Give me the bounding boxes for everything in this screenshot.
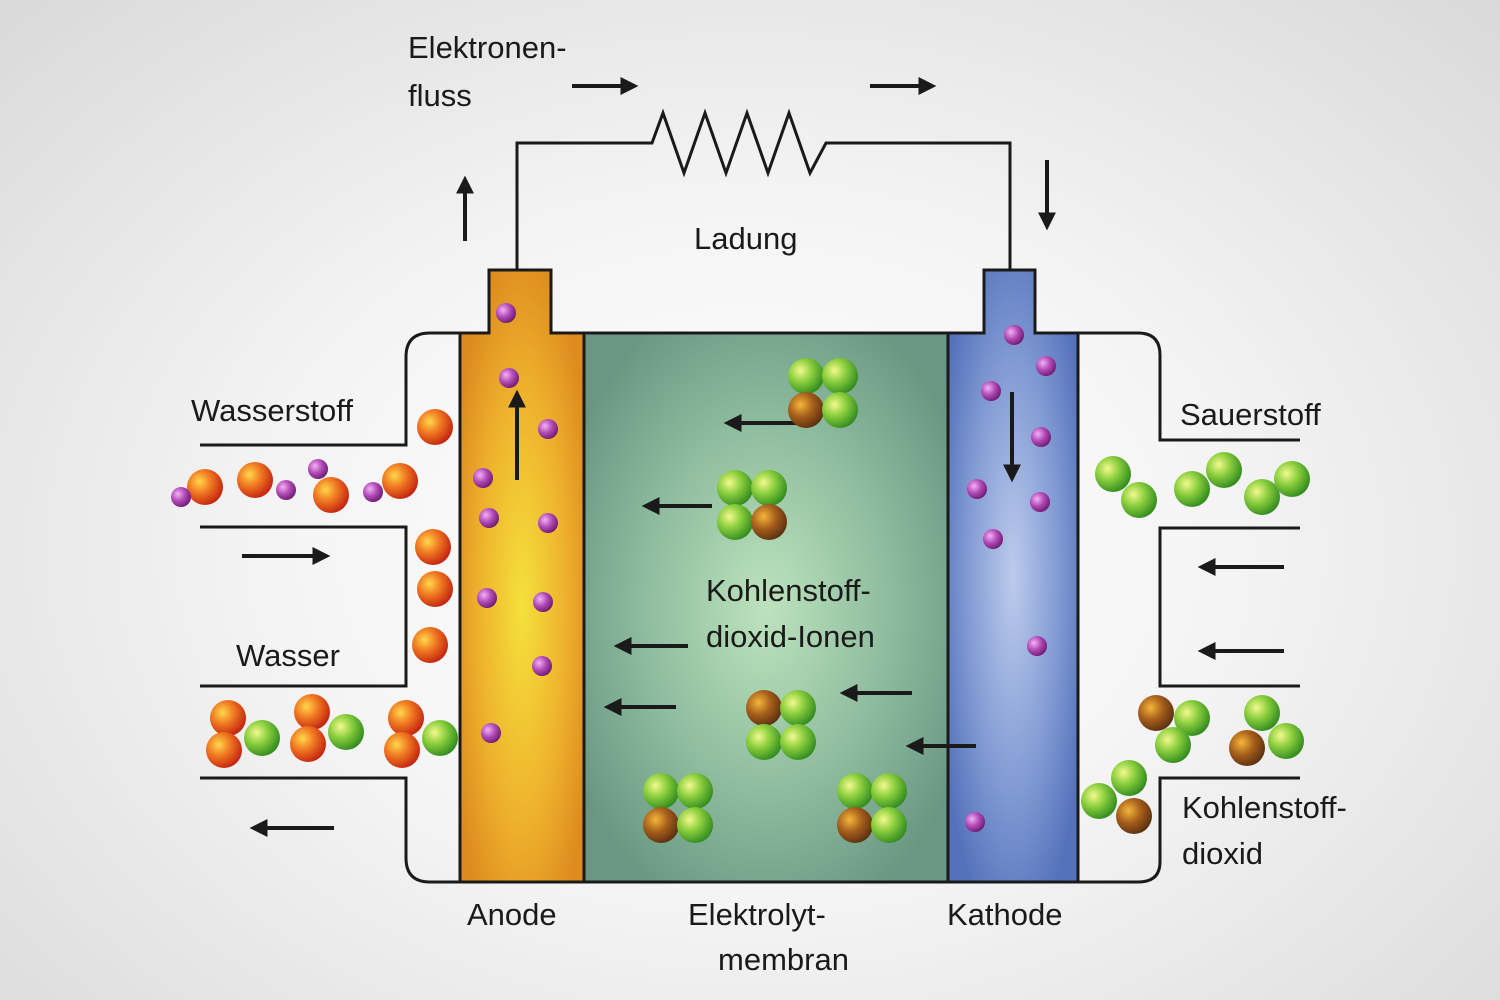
oxygen-atom-icon [746, 724, 782, 760]
hydrogen-label: Wasserstoff [191, 393, 353, 428]
oxygen-atom-icon [244, 720, 280, 756]
electron-icon [532, 656, 552, 676]
oxygen-atom-icon [717, 470, 753, 506]
electron-flow-arrows [242, 77, 1284, 837]
carbon-atom-icon [746, 690, 782, 726]
oxygen-label: Sauerstoff [1180, 397, 1321, 432]
carbon-atom-icon [1229, 730, 1265, 766]
electron-flow-label: fluss [408, 78, 472, 113]
oxygen-atom-icon [788, 358, 824, 394]
hydrogen-atom-icon [388, 700, 424, 736]
oxygen-atom-icon [1174, 700, 1210, 736]
oxygen-atom-icon [717, 504, 753, 540]
anode-label: Anode [467, 897, 557, 932]
electrolyte-membrane-label: Elektrolyt- [688, 897, 826, 932]
oxygen-atom-icon [1268, 723, 1304, 759]
carbon-atom-icon [643, 807, 679, 843]
electron-icon [479, 508, 499, 528]
load-label: Ladung [694, 221, 797, 256]
cell-housing-left [200, 331, 460, 884]
hydrogen-atom-icon [187, 469, 223, 505]
carbon-atom-icon [751, 504, 787, 540]
electron-icon [481, 723, 501, 743]
oxygen-atom-icon [1155, 727, 1191, 763]
hydrogen-atom-icon [210, 700, 246, 736]
electron-icon [1027, 636, 1047, 656]
hydrogen-atom-icon [417, 409, 453, 445]
oxygen-atom-icon [780, 724, 816, 760]
electron-icon [1030, 492, 1050, 512]
electron-icon [967, 479, 987, 499]
hydrogen-atom-icon [417, 571, 453, 607]
electron-icon [1004, 325, 1024, 345]
electron-icon [983, 529, 1003, 549]
electron-icon [363, 482, 383, 502]
carbon-atom-icon [837, 807, 873, 843]
oxygen-atom-icon [677, 807, 713, 843]
oxygen-atom-icon [822, 392, 858, 428]
cathode-label: Kathode [947, 897, 1063, 932]
oxygen-atom-icon [1244, 695, 1280, 731]
electron-icon [1031, 427, 1051, 447]
hydrogen-atom-icon [415, 529, 451, 565]
hydrogen-atom-icon [313, 477, 349, 513]
co2-ions-label: dioxid-Ionen [706, 619, 875, 654]
oxygen-atom-icon [837, 773, 873, 809]
hydrogen-atom-icon [290, 726, 326, 762]
electron-icon [538, 419, 558, 439]
oxygen-atom-icon [1274, 461, 1310, 497]
hydrogen-atom-icon [384, 732, 420, 768]
cell-housing-right [1078, 331, 1300, 884]
hydrogen-atom-icon [412, 627, 448, 663]
oxygen-atom-icon [677, 773, 713, 809]
hydrogen-atom-icon [294, 694, 330, 730]
oxygen-atom-icon [422, 720, 458, 756]
electron-icon [276, 480, 296, 500]
oxygen-atom-icon [1111, 760, 1147, 796]
electron-icon [981, 381, 1001, 401]
oxygen-atom-icon [328, 714, 364, 750]
electron-icon [308, 459, 328, 479]
electron-icon [1036, 356, 1056, 376]
oxygen-atom-icon [1206, 452, 1242, 488]
electron-icon [499, 368, 519, 388]
electron-icon [473, 468, 493, 488]
co2-ions-label: Kohlenstoff- [706, 573, 871, 608]
oxygen-atom-icon [1174, 471, 1210, 507]
water-label: Wasser [236, 638, 340, 673]
oxygen-atom-icon [1095, 456, 1131, 492]
anode-electrode [458, 268, 586, 884]
electron-icon [477, 588, 497, 608]
electrolyte-membrane-label: membran [718, 942, 849, 977]
hydrogen-atom-icon [237, 462, 273, 498]
electron-icon [496, 303, 516, 323]
oxygen-atom-icon [871, 773, 907, 809]
co2-label: Kohlenstoff- [1182, 790, 1347, 825]
hydrogen-atom-icon [382, 463, 418, 499]
electron-icon [533, 592, 553, 612]
carbon-atom-icon [788, 392, 824, 428]
oxygen-atom-icon [1244, 479, 1280, 515]
oxygen-atom-icon [780, 690, 816, 726]
hydrogen-atom-icon [206, 732, 242, 768]
particles-layer [171, 303, 1310, 843]
oxygen-atom-icon [643, 773, 679, 809]
cathode-electrode [946, 268, 1080, 884]
carbon-atom-icon [1138, 695, 1174, 731]
electron-icon [538, 513, 558, 533]
oxygen-atom-icon [1121, 482, 1157, 518]
oxygen-atom-icon [751, 470, 787, 506]
circuit-wire-with-load-resistor [515, 108, 1012, 270]
electron-icon [171, 487, 191, 507]
electron-icon [965, 812, 985, 832]
labels: Elektronen- fluss Ladung Wasserstoff Was… [191, 30, 1347, 977]
oxygen-atom-icon [822, 358, 858, 394]
electron-flow-label: Elektronen- [408, 30, 567, 65]
co2-label: dioxid [1182, 836, 1263, 871]
carbon-atom-icon [1116, 798, 1152, 834]
oxygen-atom-icon [871, 807, 907, 843]
oxygen-atom-icon [1081, 783, 1117, 819]
